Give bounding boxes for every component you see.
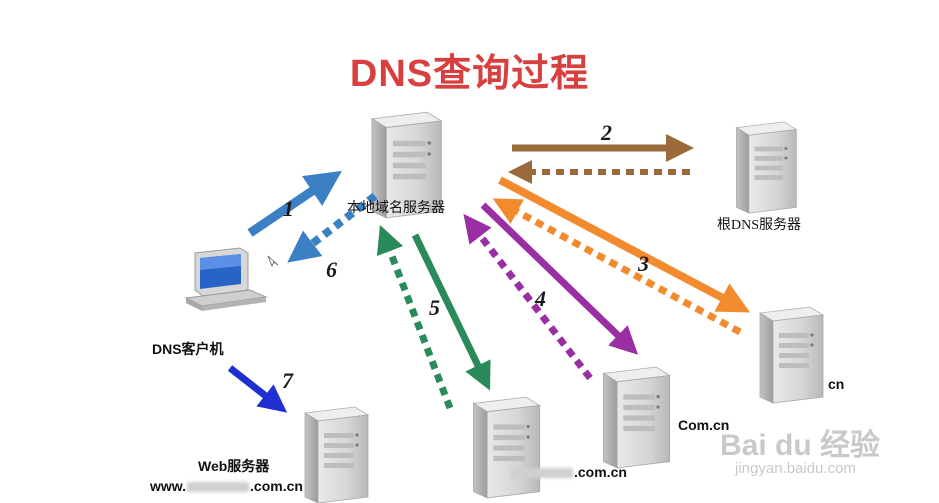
web-server-host-label: www..com.cn	[150, 478, 303, 494]
step-number-7: 7	[282, 368, 293, 393]
arrow-step-3-query	[498, 176, 751, 313]
root-dns-label: 根DNS服务器	[717, 218, 802, 233]
obscured-text	[187, 482, 250, 493]
step-number-1: 1	[283, 196, 294, 221]
obscured-text	[511, 468, 573, 479]
web-server-label: Web服务器	[198, 458, 270, 474]
arrow-step-4-reply	[463, 213, 593, 381]
comcn-server-icon	[602, 366, 671, 469]
arrow-step-6	[287, 192, 378, 263]
domain-server-label: .com.cn	[510, 464, 627, 480]
step-number-4: 4	[535, 286, 546, 311]
arrow-step-3-reply	[492, 198, 742, 336]
watermark-url: jingyan.baidu.com	[735, 460, 856, 477]
arrow-step-5-query	[411, 233, 491, 391]
arrow-step-5-reply	[376, 224, 454, 410]
root-dns-server-icon	[736, 121, 797, 214]
step-number-3: 3	[638, 251, 649, 276]
dns-client-computer-icon	[184, 247, 279, 311]
arrow-step-7	[227, 365, 288, 413]
cn-server-icon	[759, 306, 824, 404]
arrow-step-1	[247, 170, 342, 237]
diagram-title: DNS查询过程	[349, 53, 590, 95]
domain-server-icon	[472, 396, 541, 499]
watermark-logo: Bai du 经验	[720, 429, 881, 462]
arrow-step-4-query	[480, 202, 639, 355]
step-number-6: 6	[326, 257, 337, 282]
web-server-icon	[304, 406, 369, 503]
cn-server-label: cn	[828, 376, 845, 392]
comcn-server-label: Com.cn	[678, 417, 730, 433]
step-number-2: 2	[601, 120, 612, 145]
local-dns-label: 本地域名服务器	[347, 201, 445, 216]
dns-client-label: DNS客户机	[152, 341, 224, 357]
step-number-5: 5	[429, 295, 440, 320]
